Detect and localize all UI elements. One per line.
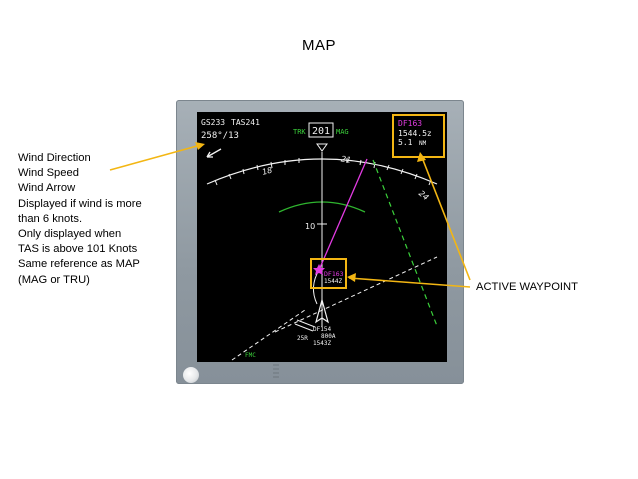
slide-title: MAP — [301, 37, 336, 54]
active-waypoint-star-icon — [313, 264, 325, 275]
track-label: TRK — [293, 128, 306, 136]
active-wpt-arrow-bottom — [348, 277, 471, 288]
dashed-line-2 — [231, 309, 306, 361]
compass-label-18: 18 — [261, 166, 273, 177]
annotation-line: Same reference as MAP — [18, 258, 140, 271]
active-wpt-distance-unit: NM — [419, 140, 427, 147]
heading-box — [308, 122, 334, 138]
wind-arrow-icon — [206, 148, 222, 158]
origin-waypoint-alt: 800A — [321, 333, 336, 340]
origin-waypoint-name: DF154 — [313, 326, 331, 333]
annotation-line: (MAG or TRU) — [18, 273, 90, 286]
groundspeed-text: GS233 — [201, 118, 225, 127]
heading-ref: MAG — [336, 128, 349, 136]
annotation-line: than 6 knots. — [18, 212, 83, 225]
heading-value: 201 — [312, 126, 330, 137]
annotation-line: Displayed if wind is more — [18, 197, 142, 210]
compass-ticks — [214, 158, 432, 186]
origin-waypoint-eta: 1543Z — [313, 340, 331, 347]
bezel-mark-icon — [273, 364, 279, 378]
annotation-line: Wind Speed — [18, 167, 79, 180]
annotation-line: Only displayed when — [18, 228, 122, 241]
annotation-line: Wind Direction — [18, 152, 91, 164]
runway-icon — [294, 319, 316, 332]
bottom-arrowhead-icon — [347, 273, 356, 282]
active-wpt-eta: 1544.5z — [398, 129, 432, 138]
active-wpt-arrow-top — [422, 159, 471, 281]
map-waypoint-callout-box — [310, 258, 347, 289]
compass-label-21: 21 — [340, 154, 351, 164]
active-wpt-distance: 5.1 — [398, 138, 413, 147]
top-arrowhead-icon — [417, 152, 426, 162]
wind-arrowhead-icon — [195, 142, 205, 150]
tas-text: TAS241 — [231, 118, 260, 127]
source-label: FMC — [245, 352, 256, 359]
annotation-line: TAS is above 101 Knots — [18, 243, 138, 256]
annotation-line: Wind Arrow — [18, 182, 76, 195]
range-ring-label: 10 — [305, 222, 315, 231]
wind-annotation: Wind Direction Wind Speed Wind Arrow Dis… — [18, 151, 142, 288]
airplane-symbol-icon — [314, 297, 330, 324]
heading-pointer-icon — [316, 143, 328, 152]
active-waypoint-label: ACTIVE WAYPOINT — [476, 281, 578, 293]
brightness-knob[interactable] — [183, 367, 199, 383]
map-display: GS233 TAS241 258°/13 TRK 201 MAG DF163 1… — [201, 118, 438, 361]
dashed-line-1 — [274, 256, 438, 333]
navigation-display-screen: GS233 TAS241 258°/13 TRK 201 MAG DF163 1… — [197, 112, 447, 362]
active-route-line — [318, 158, 368, 271]
active-wpt-name: DF163 — [398, 119, 422, 128]
wind-callout-arrow — [109, 145, 198, 171]
wind-text: 258°/13 — [201, 131, 239, 141]
green-dashed-line — [372, 159, 438, 327]
map-waypoint-name: DF163 — [324, 270, 344, 278]
runway-label: 25R — [297, 335, 308, 342]
map-waypoint-eta: 1544Z — [324, 278, 342, 285]
